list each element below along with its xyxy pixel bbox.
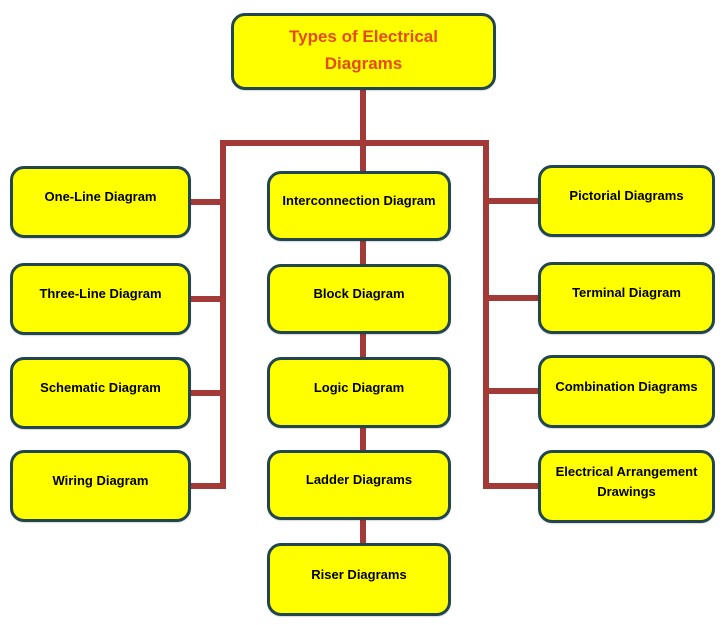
node-three-line-diagram: Three-Line Diagram xyxy=(10,263,191,335)
node-label: Schematic Diagram xyxy=(40,380,161,395)
connector-stub-schematic xyxy=(186,390,226,396)
node-label: Terminal Diagram xyxy=(572,285,681,300)
node-ladder-diagrams: Ladder Diagrams xyxy=(267,450,451,520)
connector-stub-three-line xyxy=(186,296,226,302)
connector-stub-electrical xyxy=(487,483,542,489)
connector-stub-wiring xyxy=(186,483,226,489)
node-label: Wiring Diagram xyxy=(52,473,149,488)
node-combination-diagrams: Combination Diagrams xyxy=(538,355,715,428)
node-label: Interconnection Diagram xyxy=(282,193,436,208)
node-pictorial-diagrams: Pictorial Diagrams xyxy=(538,165,715,237)
node-types-of-electrical-diagrams: Types of Electrical Diagrams xyxy=(231,13,496,90)
node-riser-diagrams: Riser Diagrams xyxy=(267,543,451,616)
node-interconnection-diagram: Interconnection Diagram xyxy=(267,171,451,241)
node-label: Electrical Arrangement Drawings xyxy=(555,463,698,499)
node-label: Logic Diagram xyxy=(313,379,405,395)
node-logic-diagram: Logic Diagram xyxy=(267,357,451,428)
connector-stub-terminal xyxy=(487,295,542,301)
node-one-line-diagram: One-Line Diagram xyxy=(10,166,191,238)
node-label: Ladder Diagrams xyxy=(305,472,413,487)
node-label: Three-Line Diagram xyxy=(39,286,162,301)
node-schematic-diagram: Schematic Diagram xyxy=(10,357,191,429)
node-block-diagram: Block Diagram xyxy=(267,264,451,334)
connector-right-rail xyxy=(483,140,489,489)
connector-left-rail xyxy=(220,140,226,489)
node-wiring-diagram: Wiring Diagram xyxy=(10,450,191,522)
node-label: One-Line Diagram xyxy=(44,189,157,204)
node-label: Pictorial Diagrams xyxy=(569,188,684,203)
node-electrical-arrangement-drawings: Electrical Arrangement Drawings xyxy=(538,450,715,523)
root-title-line1: Types of Electrical xyxy=(289,26,438,46)
connector-stub-combination xyxy=(487,388,542,394)
connector-stub-pictorial xyxy=(487,198,542,204)
connector-main-horizontal xyxy=(222,140,489,146)
node-label: Combination Diagrams xyxy=(555,378,698,394)
root-title-label: Types of Electrical Diagrams xyxy=(279,23,448,77)
node-terminal-diagram: Terminal Diagram xyxy=(538,262,715,334)
node-label: Block Diagram xyxy=(313,286,405,301)
root-title-line2: Diagrams xyxy=(324,53,403,73)
connector-stub-one-line xyxy=(186,199,226,205)
node-label: Riser Diagrams xyxy=(311,566,407,582)
